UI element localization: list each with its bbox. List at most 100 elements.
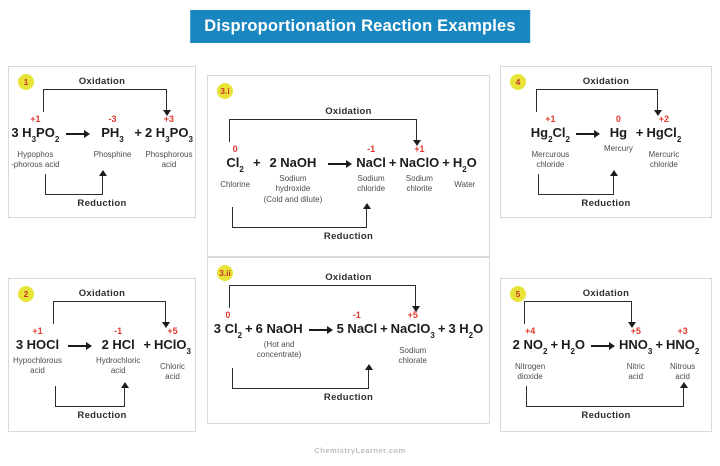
compound-term: H2O Water (453, 143, 477, 190)
compound-term: 0 Cl2 Chlorine (220, 143, 250, 190)
chemical-formula: H2O (561, 337, 586, 356)
reduction-label: Reduction (323, 231, 374, 243)
chemical-formula: NaClO (399, 155, 440, 170)
down-arrowhead-icon (412, 140, 421, 146)
chemical-formula: 2 HCl (101, 337, 135, 352)
reduction-label: Reduction (77, 410, 127, 422)
reduction-label: Reduction (77, 198, 127, 210)
oxidation-state: -3 (108, 114, 117, 124)
oxidation-label: Oxidation (78, 76, 126, 87)
oxidation-state: -1 (367, 144, 376, 154)
reaction-panel-3ii: 3.ii Oxidation 0 3 Cl2 + 6 NaOH (Hot and… (207, 257, 490, 424)
compound-name: (Hot and concentrate) (256, 340, 302, 360)
compound-name: Sodium chlorite (405, 174, 433, 194)
chemical-formula: 3 H3PO2 (11, 125, 60, 144)
compound-term: H2O (561, 325, 585, 362)
reduction-label: Reduction (323, 392, 374, 404)
chemical-formula: 2 NaOH (269, 155, 317, 170)
compound-name: Mercuric chloride (648, 149, 680, 169)
oxidation-state: +4 (524, 326, 536, 336)
down-arrowhead-icon (411, 306, 420, 312)
reaction-arrow-icon (328, 160, 353, 167)
chemical-formula: 3 Cl2 (213, 321, 243, 340)
compound-name: Water (454, 179, 476, 189)
oxidation-bracket-arrow (53, 301, 170, 328)
compound-name: Hypophos -phorous acid (11, 149, 60, 169)
compound-term: +1 Hg2Cl2 Mercurous chloride (531, 113, 570, 170)
compound-name: Sodium chloride (357, 174, 386, 194)
compound-name: Nitric acid (626, 361, 645, 381)
compound-name: Mercury (603, 144, 633, 153)
reduction-bracket-arrow (55, 382, 129, 408)
up-arrowhead-icon (364, 364, 373, 371)
oxidation-label: Oxidation (325, 106, 372, 117)
reaction-panel-1: 1 Oxidation +1 3 H3PO2 Hypophos -phorous… (8, 66, 196, 218)
chemical-formula: 2 NO2 (512, 337, 548, 356)
oxidation-state: 0 (225, 310, 231, 320)
compound-name: Sodium hydroxide (Cold and dilute) (263, 174, 323, 204)
equation: +1 3 HOCl Hypochlorous acid -1 2 HCl Hyd… (9, 325, 195, 382)
reaction-arrow-icon (591, 342, 616, 349)
panel-number-badge: 1 (18, 74, 34, 90)
oxidation-bracket-arrow (524, 301, 636, 328)
watermark: ChemistryLearner.com (314, 446, 406, 455)
compound-term: 0 3 Cl2 (214, 309, 242, 346)
oxidation-state: -1 (352, 310, 361, 320)
plus-operator: + (655, 337, 663, 352)
equation: 0 Cl2 Chlorine + 2 NaOH Sodium hydroxide… (208, 143, 489, 205)
up-arrowhead-icon (98, 170, 107, 177)
compound-name: Nitrous acid (669, 361, 696, 381)
compound-name: Hypochlorous acid (13, 356, 62, 376)
chemical-formula: 5 NaCl (336, 321, 378, 336)
plus-operator: + (437, 321, 446, 336)
panel-number-badge: 4 (510, 74, 526, 90)
plus-operator: + (252, 155, 261, 170)
compound-name: Chlorine (220, 179, 250, 189)
compound-term: 2 NaOH Sodium hydroxide (Cold and dilute… (264, 143, 323, 205)
chemical-formula: NaClO3 (390, 321, 435, 340)
oxidation-label: Oxidation (325, 272, 372, 283)
oxidation-state: 0 (615, 114, 621, 124)
compound-term: -1 NaCl Sodium chloride (356, 143, 386, 195)
plus-operator: + (245, 321, 253, 336)
chemical-formula: PH3 (101, 125, 124, 144)
oxidation-bracket-arrow (43, 89, 171, 116)
chemical-formula: 2 H3PO3 (144, 125, 193, 144)
equation: +1 Hg2Cl2 Mercurous chloride 0 Hg Mercur… (501, 113, 711, 170)
plus-operator: + (380, 321, 388, 336)
reduction-bracket-arrow (232, 364, 373, 390)
oxidation-label: Oxidation (582, 76, 630, 87)
reduction-label: Reduction (581, 410, 631, 422)
up-arrowhead-icon (609, 170, 618, 177)
compound-term: 6 NaOH (Hot and concentrate) (256, 309, 303, 361)
up-arrowhead-icon (362, 203, 371, 210)
chemical-formula: HgCl2 (646, 125, 682, 144)
reduction-bracket-arrow (538, 170, 618, 196)
reduction-bracket-arrow (526, 382, 688, 408)
compound-term: -1 2 HCl Hydrochloric acid (96, 325, 140, 377)
reduction-bracket-arrow (45, 170, 107, 196)
compound-name: Mercurous chloride (531, 149, 570, 169)
oxidation-label: Oxidation (78, 288, 126, 299)
oxidation-state: +3 (677, 326, 688, 336)
compound-term: +5 HClO3 Chloric acid (154, 325, 191, 382)
compound-term: -1 5 NaCl (337, 309, 377, 340)
panel-number-badge: 3.ii (217, 265, 233, 281)
compound-term: +4 2 NO2 Nitrogen dioxide (513, 325, 548, 382)
plus-operator: + (550, 337, 559, 352)
compound-name: Hydrochloric acid (95, 356, 141, 376)
compound-term: +5 HNO3 Nitric acid (619, 325, 652, 382)
compound-name: Phosphorous acid (145, 149, 193, 169)
oxidation-label: Oxidation (582, 288, 630, 299)
plus-operator: + (134, 125, 142, 140)
compound-term: 0 Hg Mercury (604, 113, 633, 154)
compound-term: +1 NaClO Sodium chlorite (400, 143, 440, 195)
chemical-formula: 3 HOCl (15, 337, 60, 352)
oxidation-state: +5 (167, 326, 178, 336)
chemical-formula: Cl2 (226, 155, 244, 174)
compound-name: Nitrogen dioxide (514, 361, 546, 381)
chemical-formula: Hg2Cl2 (530, 125, 570, 144)
oxidation-state: +2 (658, 114, 669, 124)
down-arrowhead-icon (162, 110, 171, 116)
chemical-formula: NaCl (356, 155, 386, 170)
